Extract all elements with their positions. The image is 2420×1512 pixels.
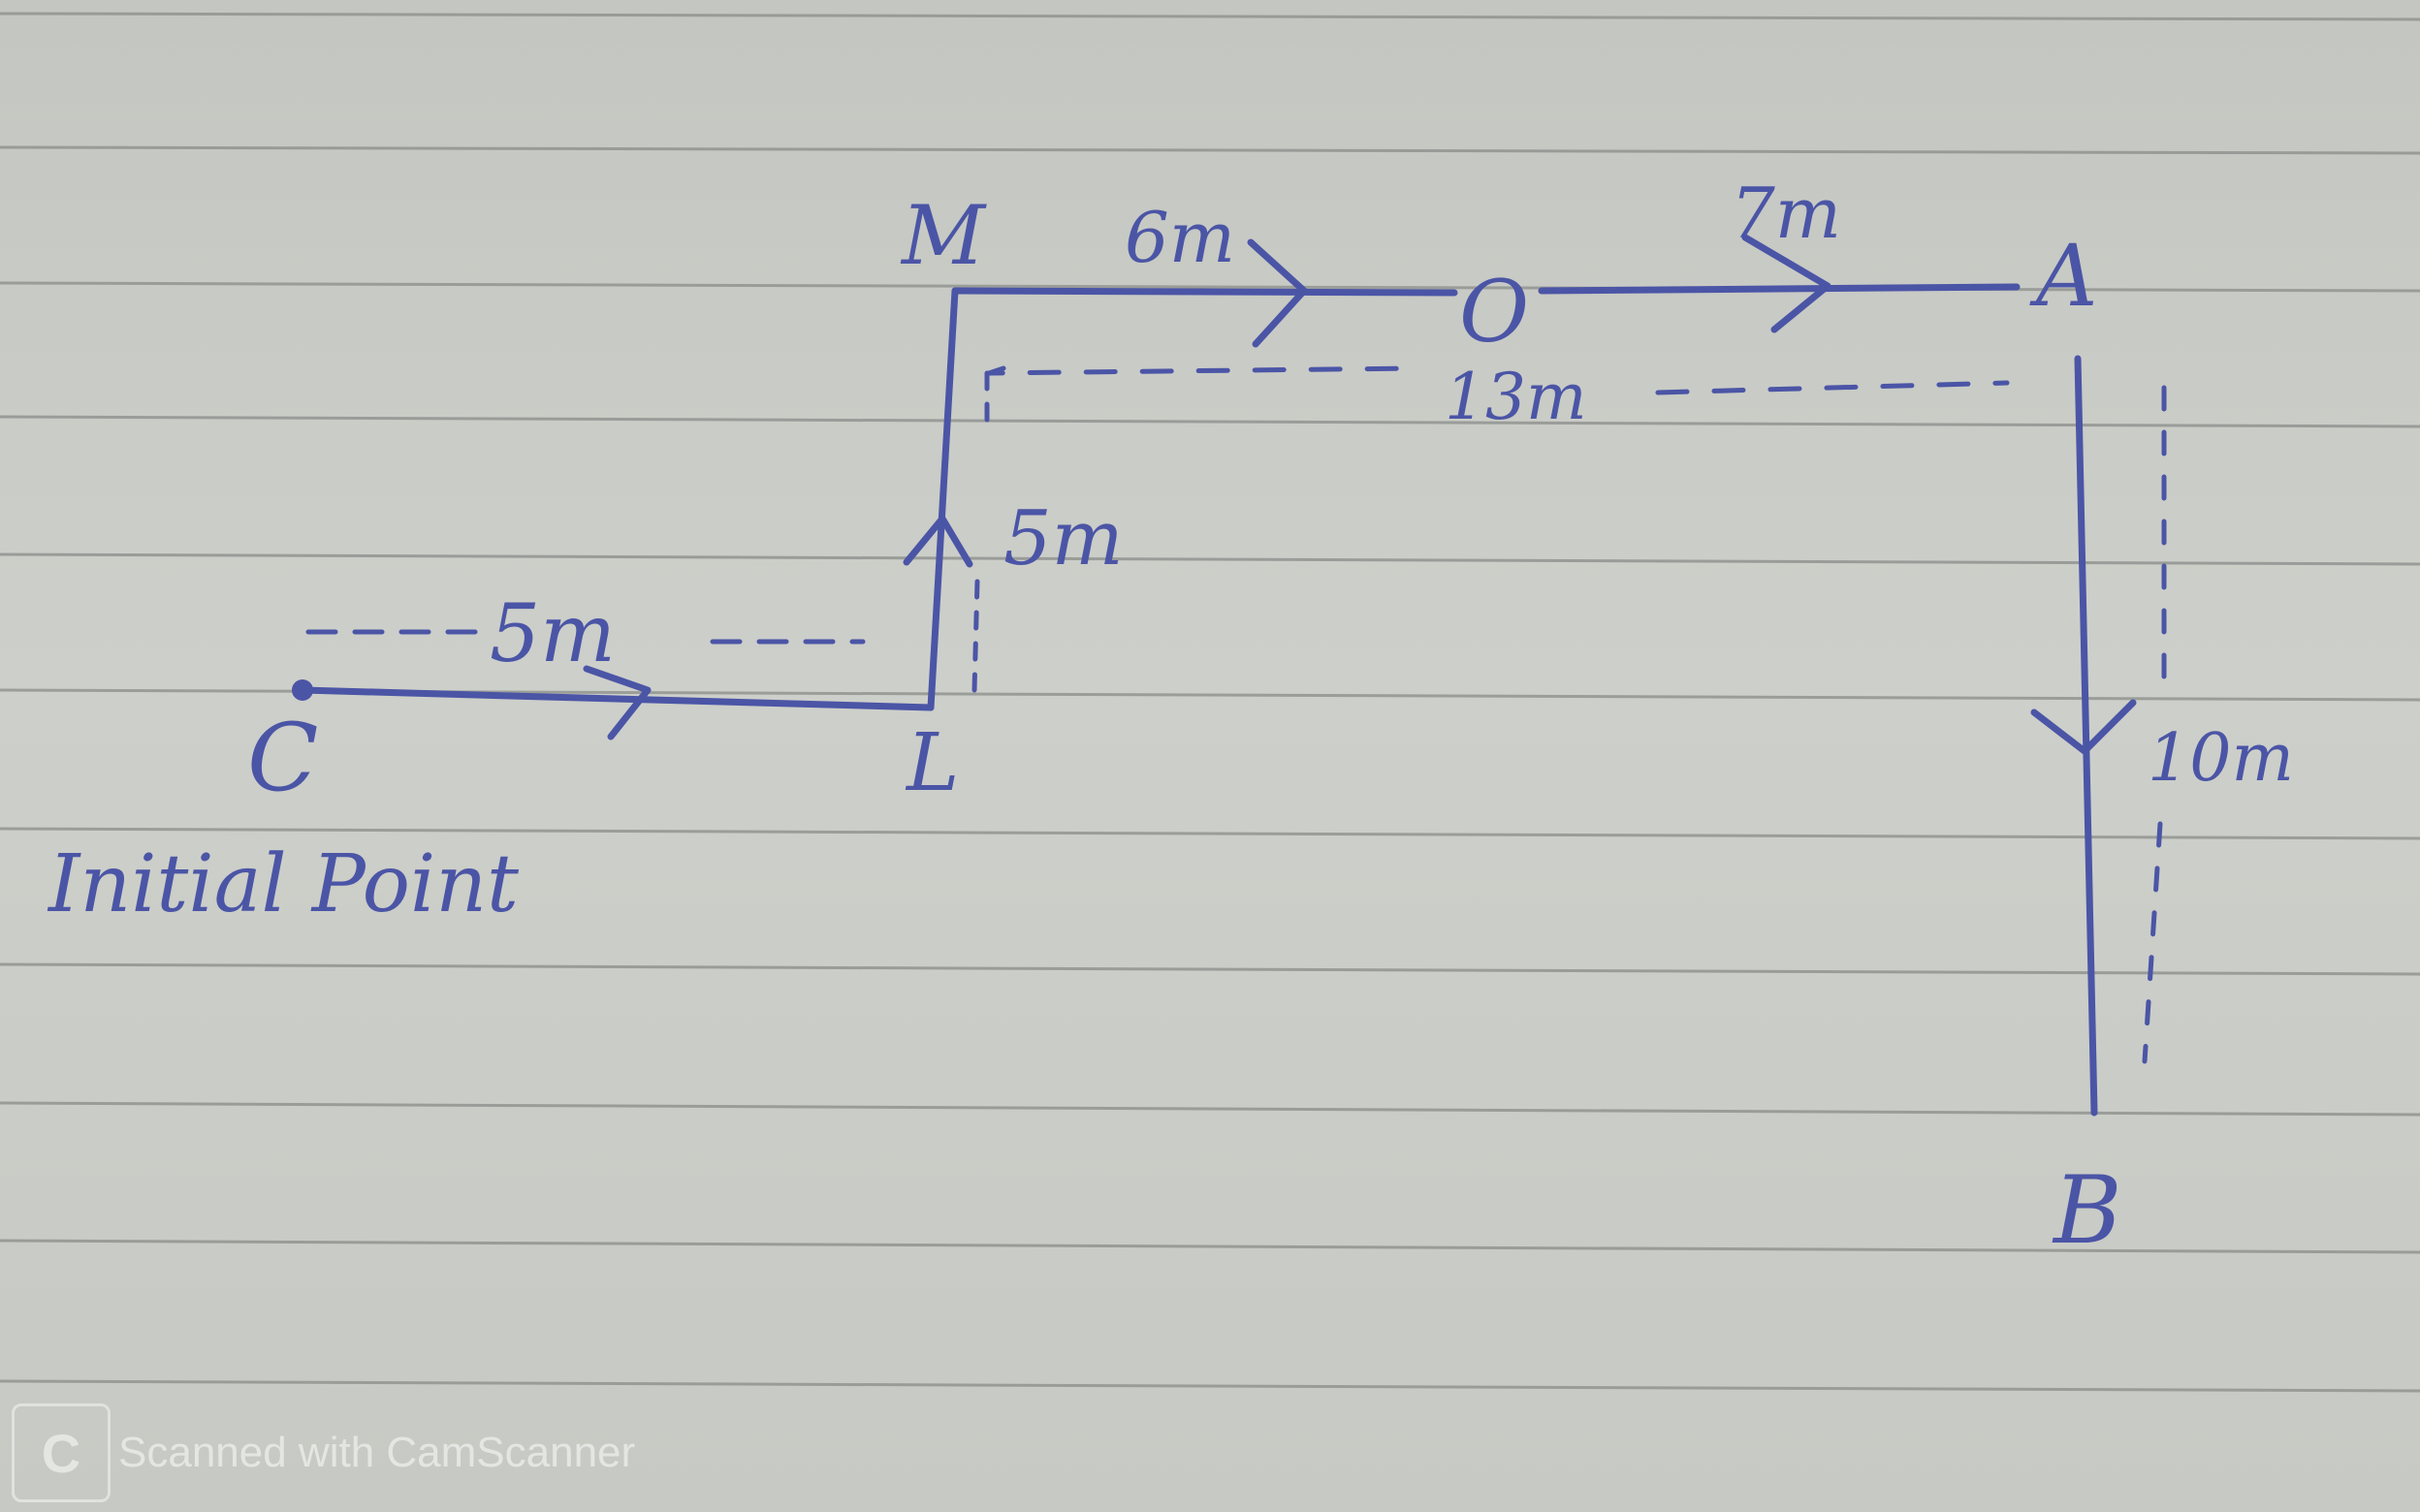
- arrow-AB: [2030, 699, 2137, 755]
- label-AB: 10m: [2148, 720, 2294, 797]
- label-MA-total: 13m: [1445, 360, 1587, 434]
- dashed-AB-bottom: [2142, 821, 2163, 1064]
- arrow-OA: [1741, 234, 1831, 333]
- segment-LM: [927, 287, 959, 711]
- arrow-CL: [583, 665, 652, 740]
- dashed-LM-bottom: [971, 579, 980, 693]
- dashed-MA-right: [1655, 380, 2010, 395]
- label-OA: 7m: [1731, 173, 1841, 254]
- label-M: M: [900, 188, 987, 283]
- segment-AB: [2074, 355, 2098, 1117]
- arrow-MO: [1247, 238, 1308, 348]
- arrow-LM: [903, 515, 973, 568]
- label-MO: 6m: [1125, 197, 1235, 278]
- camscanner-watermark: C Scanned with CamScanner: [12, 1403, 635, 1502]
- camscanner-logo-icon: C: [12, 1403, 111, 1502]
- label-B: B: [2052, 1156, 2122, 1265]
- segment-MO: [951, 287, 1458, 297]
- label-L: L: [905, 717, 959, 809]
- camscanner-text: Scanned with CamScanner: [118, 1429, 636, 1476]
- label-C: C: [247, 704, 318, 812]
- label-O: O: [1459, 262, 1529, 362]
- segment-CL: [299, 686, 935, 711]
- point-C-dot: [292, 679, 313, 701]
- label-CL-top: 5m: [490, 588, 616, 680]
- dashed-MA-left: [986, 365, 1418, 376]
- segment-OA: [1538, 283, 2021, 295]
- label-initial-point: Initial Point: [47, 838, 520, 930]
- label-A: A: [2029, 226, 2098, 326]
- label-LM: 5m: [1003, 495, 1124, 583]
